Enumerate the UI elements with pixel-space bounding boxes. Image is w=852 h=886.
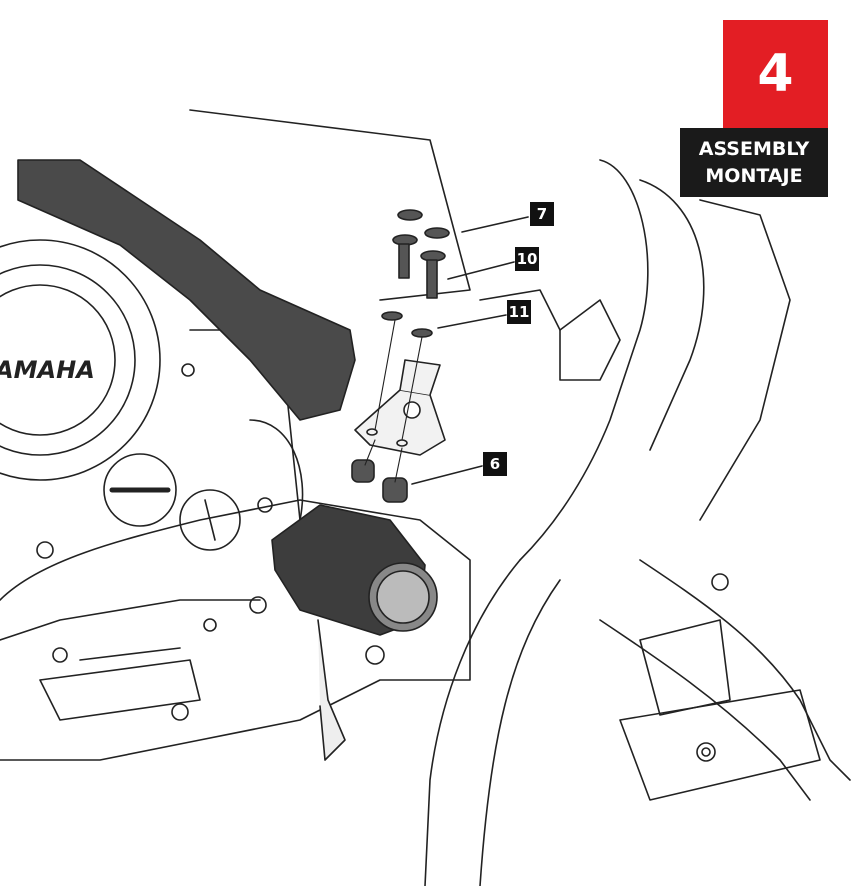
callout-washer-7: 7 [530, 202, 554, 226]
auxiliary-light [271, 504, 438, 761]
assembly-guide-lines [364, 319, 423, 483]
callout-washer-11: 11 [507, 300, 531, 324]
step-title-badge: ASSEMBLY MONTAJE [680, 128, 828, 197]
frame-outline [189, 109, 851, 886]
svg-text:YAMAHA: YAMAHA [0, 356, 95, 384]
crash-bar [17, 159, 356, 421]
engine-cover-logo: YAMAHA [0, 239, 161, 481]
step-title-spanish: MONTAJE [705, 164, 803, 187]
step-number-badge: 4 [723, 20, 828, 128]
mounting-bracket [354, 359, 446, 456]
step-title-english: ASSEMBLY [698, 137, 810, 160]
engine-case [0, 329, 821, 801]
callout-bolt-10: 10 [515, 247, 539, 271]
hardware-parts [351, 209, 450, 503]
callout-leaders [411, 216, 529, 485]
callout-spacer-6: 6 [483, 452, 507, 476]
